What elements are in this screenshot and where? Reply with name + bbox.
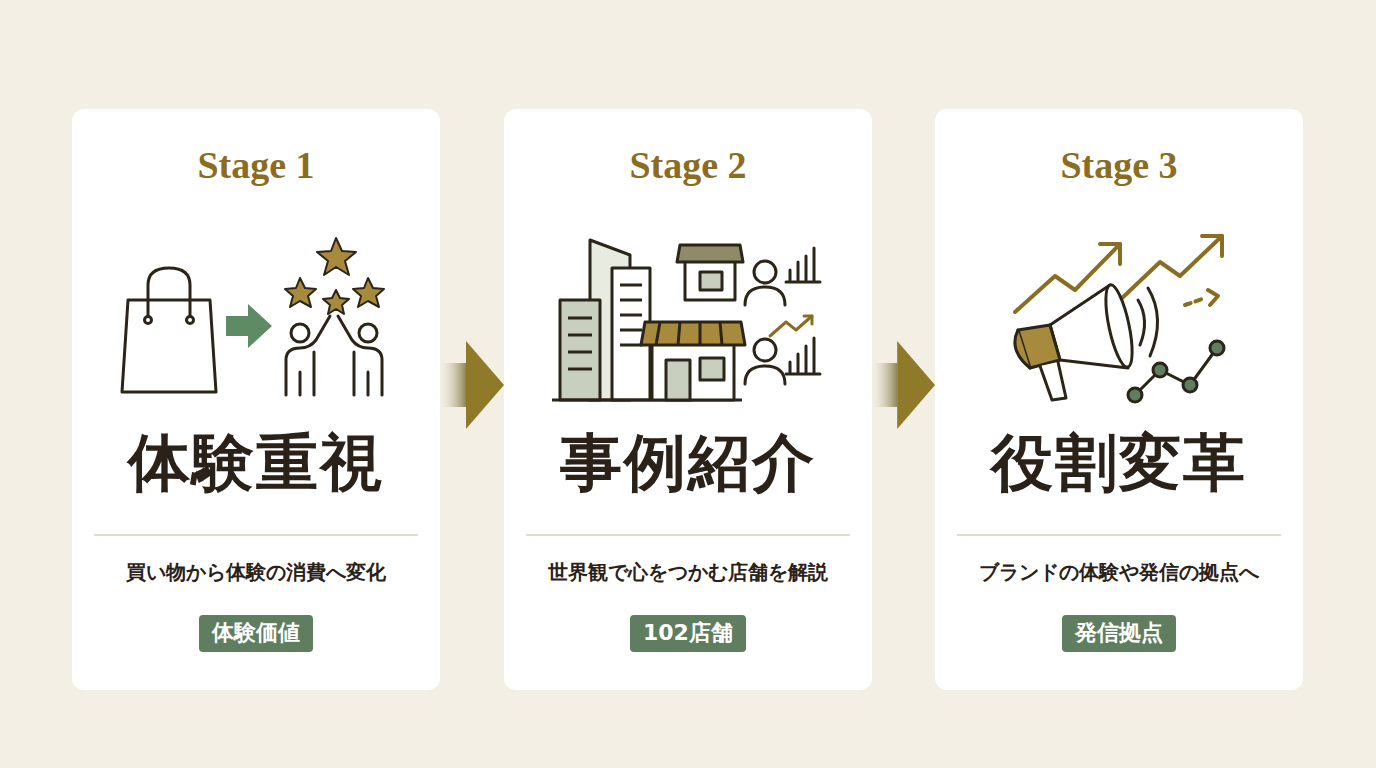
megaphone-icon: [1015, 283, 1158, 400]
high-five-icon: [286, 316, 382, 395]
divider-line: [94, 534, 418, 536]
keyword-tag: 体験価値: [199, 615, 313, 652]
card-background: [504, 109, 872, 690]
stage-title: 体験重視: [72, 427, 440, 498]
city-icon: [552, 240, 742, 400]
stage-title: 役割変革: [935, 427, 1303, 498]
keyword-tag: 発信拠点: [1062, 615, 1176, 652]
stage-card: Stage 3 役割変革ブランドの体験や発信の拠点へ発信拠点: [935, 109, 1303, 690]
stage-arrow: [440, 341, 504, 429]
card-backgrounds: [72, 109, 1303, 690]
star-icons: [285, 238, 384, 314]
stage-label: Stage 3: [935, 145, 1303, 187]
stage-title: 事例紹介: [504, 427, 872, 498]
card-background: [72, 109, 440, 690]
green-arrow-icon: [226, 304, 272, 348]
stage-description: 買い物から体験の消費へ変化: [72, 559, 440, 585]
tag-text: 発信拠点: [1075, 620, 1163, 646]
tag-text: 体験価値: [212, 620, 300, 646]
divider-lines: [94, 535, 1281, 536]
divider-line: [526, 534, 850, 536]
people-chart-icon: [745, 248, 820, 384]
card-background: [935, 109, 1303, 690]
stage-card: Stage 1 体験重視買い物から体験の消費へ変化体験価値: [72, 109, 440, 690]
stage-arrow: [872, 341, 935, 429]
divider-line: [957, 534, 1281, 536]
network-icon: [1128, 341, 1224, 402]
stage-card: Stage 2 事例紹介世界観で心をつかむ店舗を解説 102店舗: [504, 109, 872, 690]
stage-description: 世界観で心をつかむ店舗を解説: [504, 559, 872, 585]
tag-text: 102店舗: [643, 620, 733, 646]
store-icon: [641, 245, 745, 400]
stage-label: Stage 2: [504, 145, 872, 187]
keyword-tag: 102店舗: [630, 615, 746, 652]
shopping-icon: [122, 268, 216, 392]
stage-label: Stage 1: [72, 145, 440, 187]
stage-description: ブランドの体験や発信の拠点へ: [935, 559, 1303, 585]
